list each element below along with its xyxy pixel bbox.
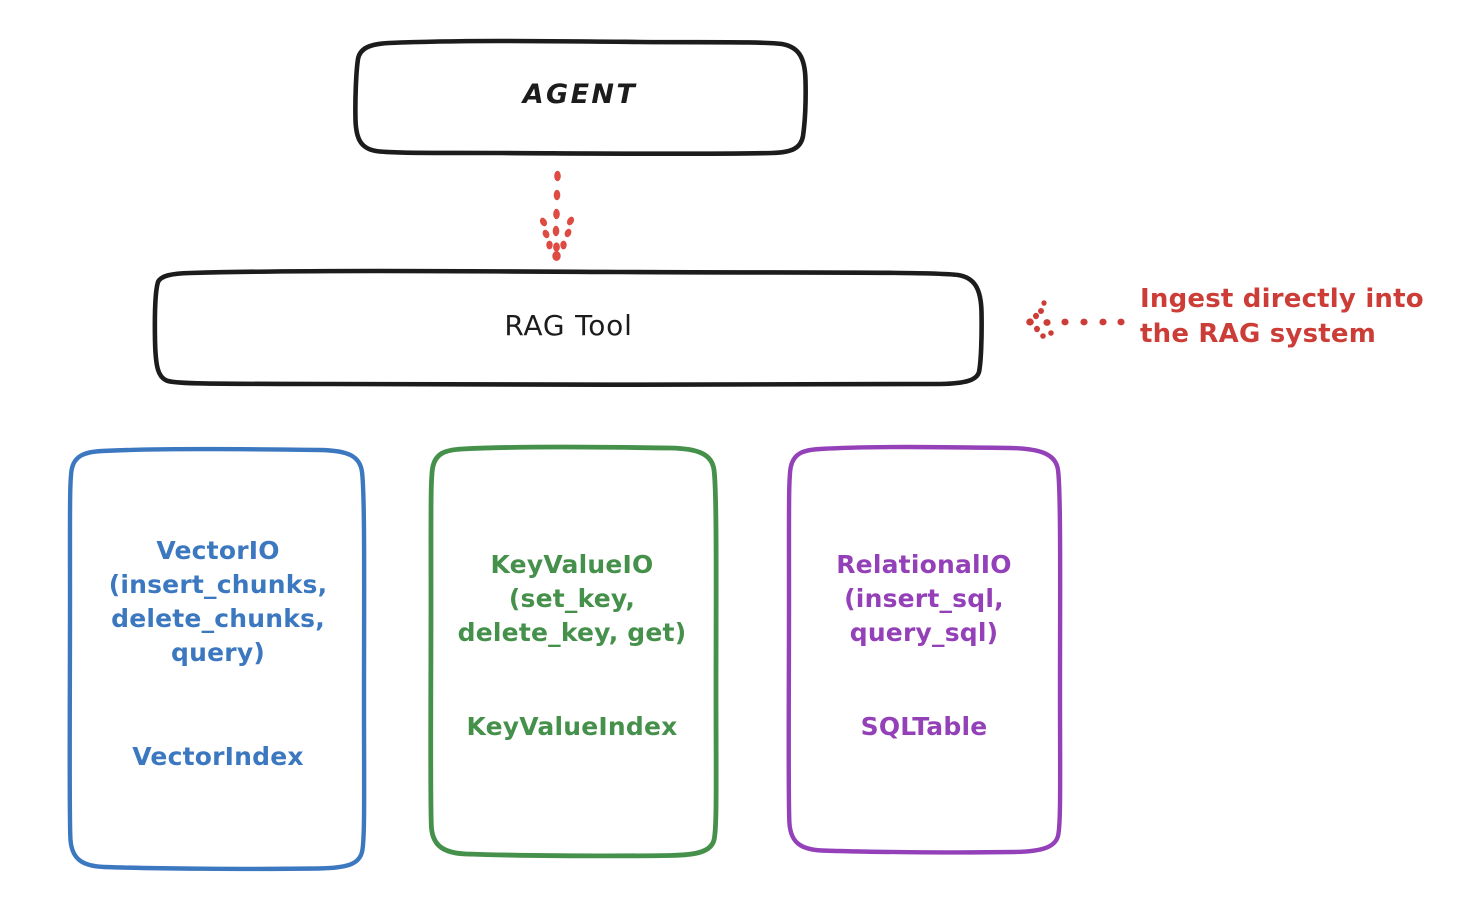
key-value-index-label: KeyValueIndex xyxy=(466,712,678,741)
relational-io-api-label: RelationalIO (insert_sql, query_sql) xyxy=(836,550,1012,647)
agent-label: AGENT xyxy=(522,79,638,110)
rag-tool-label: RAG Tool xyxy=(504,309,633,342)
key-value-io-api-label: KeyValueIO (set_key, delete_key, get) xyxy=(457,550,687,647)
annotation-to-rag-connector xyxy=(1026,300,1125,339)
ingest-annotation-text: Ingest directly into the RAG system xyxy=(1140,284,1424,349)
rag-tool-box[interactable] xyxy=(152,268,984,388)
vector-io-card[interactable] xyxy=(67,446,367,872)
sql-table-label: SQLTable xyxy=(860,712,988,741)
relational-io-card[interactable] xyxy=(786,444,1063,855)
vector-index-label: VectorIndex xyxy=(132,742,304,771)
key-value-io-card[interactable] xyxy=(428,444,719,859)
agent-box[interactable] xyxy=(353,38,808,157)
agent-to-rag-connector xyxy=(539,170,575,261)
vector-io-api-label: VectorIO (insert_chunks, delete_chunks, … xyxy=(108,536,328,667)
